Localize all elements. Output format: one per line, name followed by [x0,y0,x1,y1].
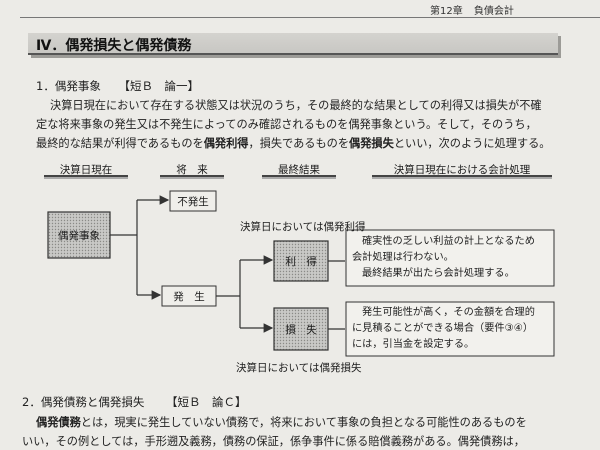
item1-line-2: 定な将来事象の発生又は不発生によってのみ確認されるものを偶発事象という。そして，… [36,118,537,131]
gain-caption: 決算日においては偶発利得 [240,221,366,233]
term-loss: 偶発損失 [349,137,394,150]
item2-tag: 【短Ｂ 論Ｃ】 [165,395,247,409]
term-gain: 偶発利得 [203,137,249,150]
loss-note-line-1: 発生可能性が高く，その金額を合理的 [362,307,535,318]
item2-line-1: 偶発債務とは，現実に発生していない債務で，将来において事象の負担となる可能性のあ… [36,413,527,432]
chapter-number: 第12章 [430,6,463,17]
item1-tag: 【短Ｂ 論一】 [118,79,199,93]
item1-line-3: 最終的な結果が利得であるものを偶発利得，損失であるものを偶発損失といい，次のよう… [36,134,550,153]
item2-heading: 2．偶発債務と偶発損失 【短Ｂ 論Ｃ】 [22,394,246,410]
col-head-accounting: 決算日現在における会計処理 [372,162,552,177]
term-contingent-liability: 偶発債務 [36,416,81,429]
not-occur-box [169,190,217,212]
item1-line-3-b: ，損失であるものを [248,137,350,150]
running-head: 第12章 負債会計 [430,2,600,17]
loss-caption: 決算日においては偶発損失 [236,362,362,374]
loss-note: 発生可能性が高く，その金額を合理的 に見積ることができる場合（要件③④） には，… [352,305,535,353]
start-box [47,211,111,259]
section-heading-bar: Ⅳ．偶発損失と偶発債務 [28,33,558,55]
item2-line-2: いい，その例としては，手形遡及義務，債務の保証，係争事件に係る賠償義務がある。偶… [22,435,525,448]
item1-heading: 1．偶発事象 【短Ｂ 論一】 [36,78,199,94]
loss-note-box [345,301,555,357]
col-head-future: 将 来 [160,162,224,177]
gain-note-line-1: 確実性の乏しい利益の計上となるため [362,236,535,247]
item2-line-1-text: とは，現実に発生していない債務で，将来において事象の負担となる可能性のあるものを [80,416,527,429]
gain-note-box [345,229,555,287]
col-head-closing-date: 決算日現在 [44,162,128,177]
loss-label: 損 失 [285,324,317,336]
item1-line-3-a: 最終的な結果が利得であるものを [36,137,204,150]
gain-note-line-2: 会計処理は行わない。 [352,252,454,263]
loss-note-line-2: に見積ることができる場合（要件③④） [352,323,534,334]
item1-line-3-c: といい，次のように処理する。 [393,137,551,150]
item1-line-1: 決算日現在において存在する状態又は状況のうち，その最終的な結果としての利得又は損… [50,99,542,112]
not-occur-label: 不発生 [177,196,209,208]
section-title: Ⅳ．偶発損失と偶発債務 [36,38,192,54]
gain-note-line-3: 最終結果が出たら会計処理する。 [362,268,515,279]
chapter-title: 負債会計 [473,6,514,17]
header-rule [20,17,600,18]
gain-label: 利 得 [285,256,317,268]
start-label: 偶発事象 [58,230,100,242]
loss-box [273,307,329,351]
gain-note: 確実性の乏しい利益の計上となるため 会計処理は行わない。 最終結果が出たら会計処… [352,234,535,282]
item1-heading-text: 1．偶発事象 [36,79,101,93]
item2-heading-text: 2．偶発債務と偶発損失 [22,395,145,409]
occur-label: 発 生 [173,291,205,303]
loss-note-line-3: には，引当金を設定する。 [352,339,475,350]
col-head-final-result: 最終結果 [262,162,336,177]
